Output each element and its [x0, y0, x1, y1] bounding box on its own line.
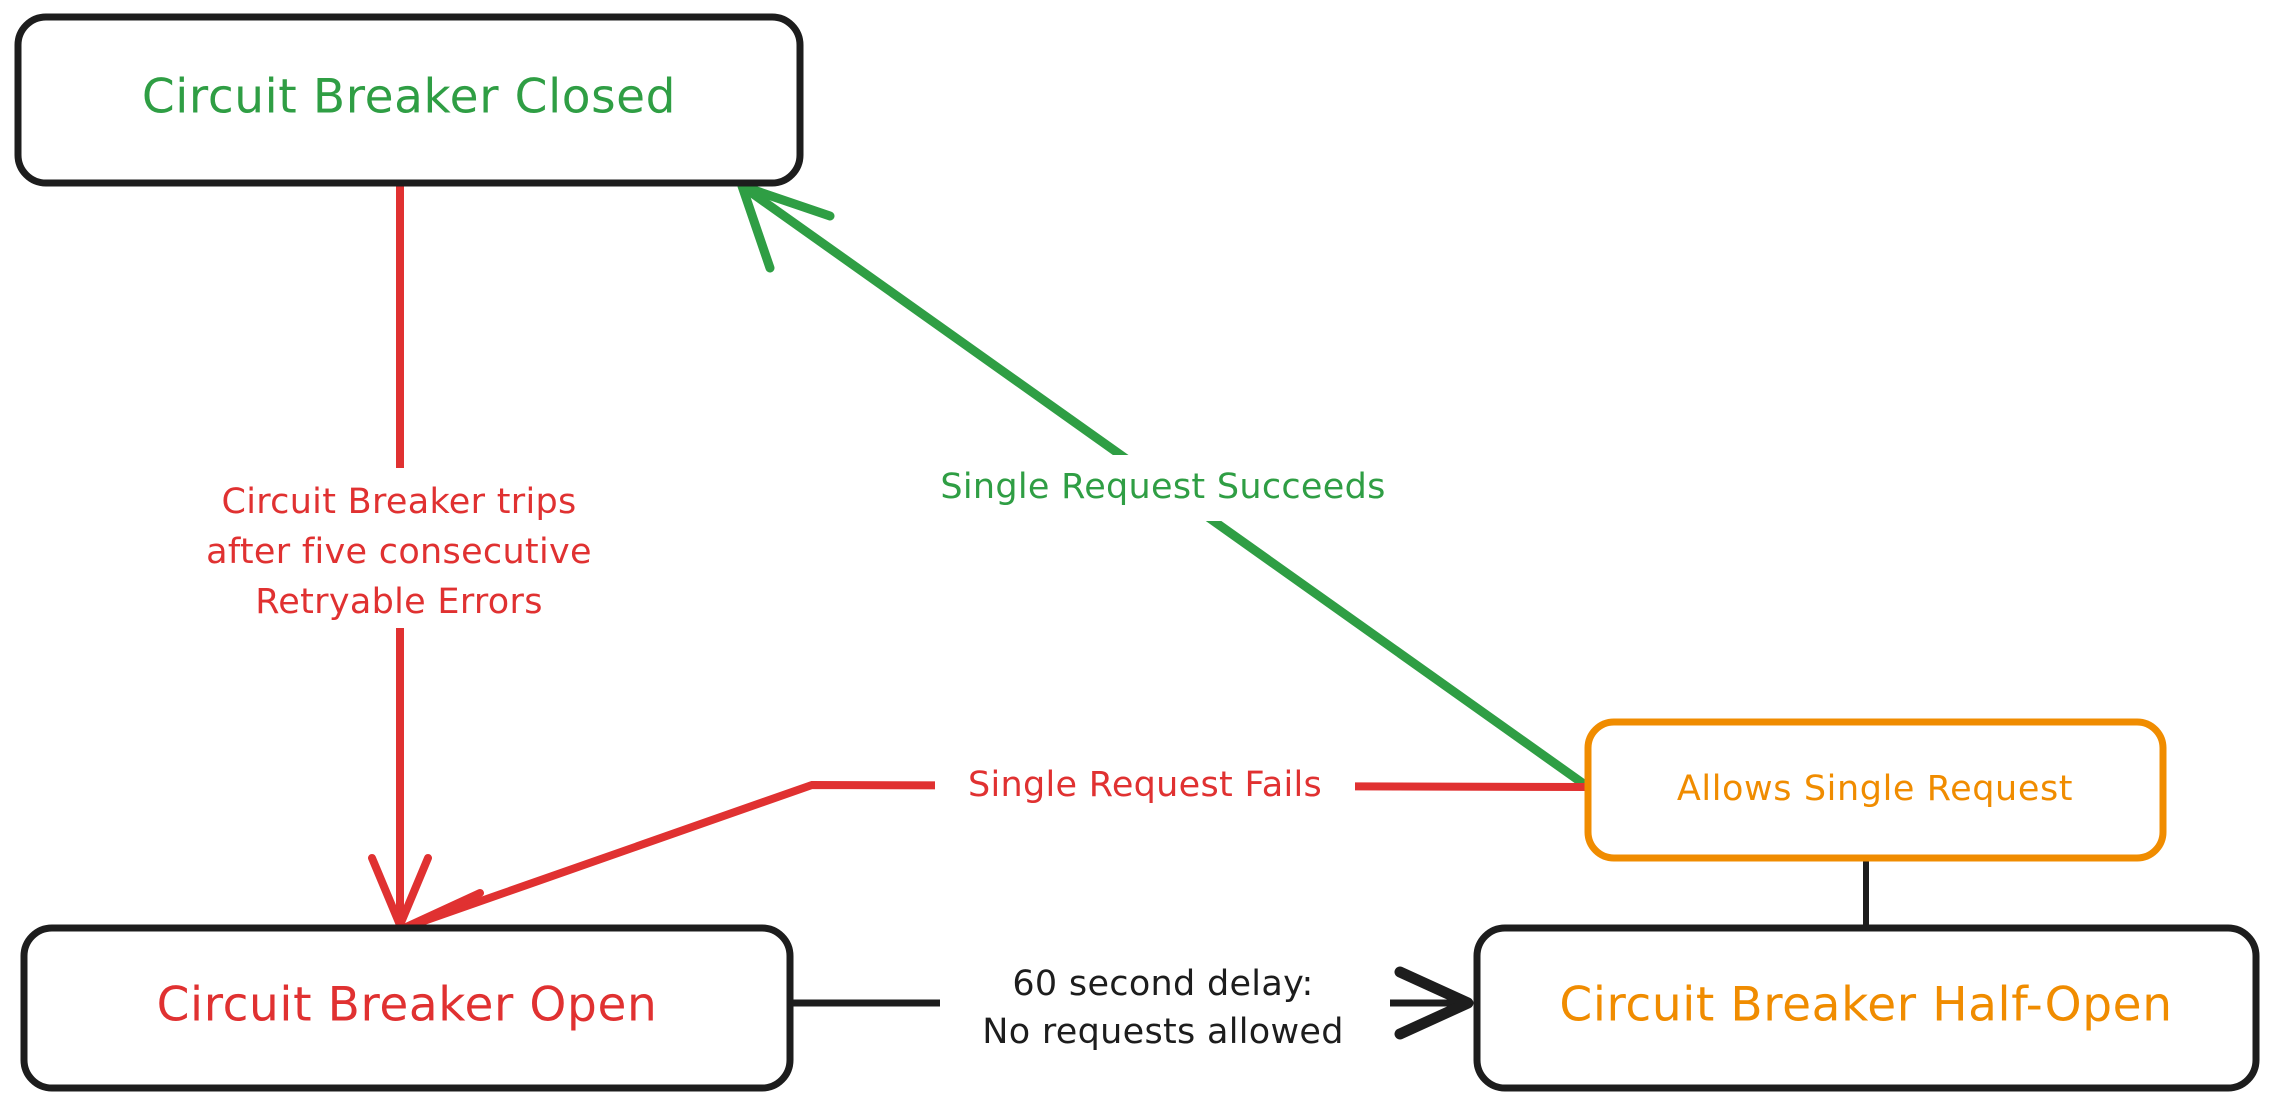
node-allows-single-request-label: Allows Single Request: [1677, 769, 2073, 809]
edge-label-closed-to-open-line-3: Retryable Errors: [255, 582, 543, 622]
node-circuit-breaker-open-label: Circuit Breaker Open: [157, 978, 658, 1033]
node-circuit-breaker-open-box[interactable]: [20, 924, 794, 1092]
edge-label-allows-to-closed-text: Single Request Succeeds: [940, 467, 1385, 507]
node-circuit-breaker-half-open-label: Circuit Breaker Half-Open: [1559, 978, 2172, 1033]
edge-label-open-to-half-open-line-2: No requests allowed: [982, 1012, 1344, 1052]
edge-label-allows-to-closed: Single Request Succeeds: [910, 455, 1415, 521]
edge-label-allows-to-closed-backdrop: [910, 455, 1415, 521]
node-circuit-breaker-open[interactable]: Circuit Breaker Open: [20, 924, 794, 1092]
edge-label-closed-to-open: Circuit Breaker trips after five consecu…: [180, 468, 620, 628]
edge-label-closed-to-open-backdrop: [180, 468, 620, 628]
node-allows-single-request-box[interactable]: [1584, 718, 2167, 862]
node-circuit-breaker-closed-box[interactable]: [14, 13, 804, 187]
edge-label-allows-to-open: Single Request Fails: [935, 753, 1355, 817]
edge-label-open-to-half-open: 60 second delay: No requests allowed: [940, 955, 1390, 1061]
node-circuit-breaker-half-open-box[interactable]: [1473, 924, 2260, 1092]
edge-label-closed-to-open-line-2: after five consecutive: [206, 532, 592, 572]
edge-label-closed-to-open-line-1: Circuit Breaker trips: [221, 482, 576, 522]
node-allows-single-request[interactable]: Allows Single Request: [1584, 718, 2167, 862]
edge-open-to-half-open-arrowhead: [1394, 966, 1474, 1040]
node-circuit-breaker-closed[interactable]: Circuit Breaker Closed: [14, 13, 804, 187]
edge-label-allows-to-open-text: Single Request Fails: [968, 765, 1322, 805]
node-circuit-breaker-half-open[interactable]: Circuit Breaker Half-Open: [1473, 924, 2260, 1092]
edge-label-open-to-half-open-line-1: 60 second delay:: [1012, 964, 1313, 1004]
edge-label-allows-to-open-backdrop: [935, 753, 1355, 817]
edge-label-open-to-half-open-backdrop: [940, 955, 1390, 1061]
node-circuit-breaker-closed-label: Circuit Breaker Closed: [142, 70, 676, 125]
